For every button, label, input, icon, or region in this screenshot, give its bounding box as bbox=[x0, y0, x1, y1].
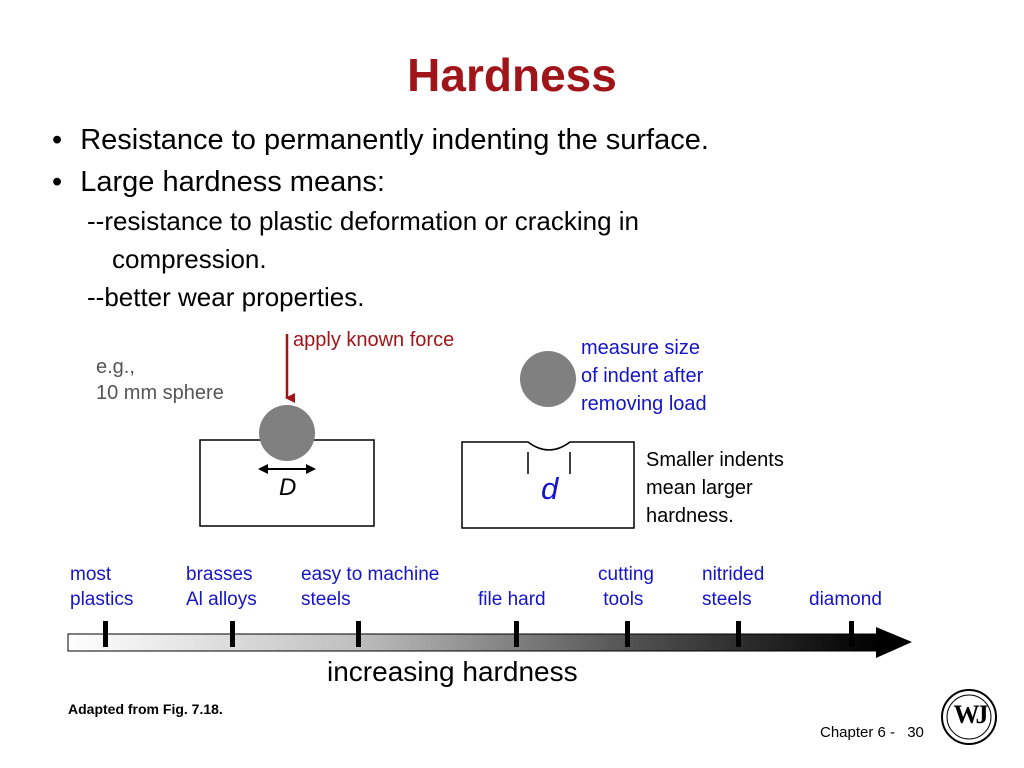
chapter-label: Chapter 6 - 30 bbox=[820, 724, 924, 741]
scale-label-file-hard: file hard bbox=[478, 562, 546, 612]
diameter-label-small: d bbox=[541, 471, 559, 506]
scale-label-brasses: brasses Al alloys bbox=[186, 562, 257, 612]
sub-bullet-2: --better wear properties. bbox=[87, 282, 365, 312]
scale-label-cutting-tools: cutting tools bbox=[598, 562, 654, 612]
note-line2: mean larger bbox=[646, 477, 753, 499]
bullet-2: • Large hardness means: bbox=[52, 166, 385, 199]
scale-tick bbox=[625, 621, 630, 647]
scale-ticks bbox=[103, 621, 854, 647]
example-label-line2: 10 mm sphere bbox=[96, 382, 224, 404]
bullet-dot: • bbox=[52, 124, 63, 156]
scale-label-line1: easy to machine bbox=[301, 564, 440, 585]
publisher-logo-text: WJ bbox=[953, 700, 989, 729]
publisher-logo bbox=[941, 689, 997, 745]
example-label-line1: e.g., bbox=[96, 356, 135, 378]
scale-tick bbox=[514, 621, 519, 647]
page-number: 30 bbox=[907, 724, 924, 741]
scale-caption: increasing hardness bbox=[327, 656, 578, 687]
hardness-scale-arrowhead bbox=[876, 627, 912, 658]
scale-label-line2: steels bbox=[702, 589, 752, 610]
scale-tick bbox=[849, 621, 854, 647]
measure-label-line3: removing load bbox=[581, 393, 707, 415]
page-title: Hardness bbox=[407, 49, 617, 101]
scale-label-line2: tools bbox=[598, 589, 644, 610]
scale-label-diamond: diamond bbox=[809, 562, 882, 612]
note-line1: Smaller indents bbox=[646, 449, 784, 471]
scale-label-line2: steels bbox=[301, 589, 351, 610]
scale-label-plastics: most plastics bbox=[70, 562, 133, 612]
measure-label-line1: measure size bbox=[581, 337, 700, 359]
scale-label-nitrided: nitrided steels bbox=[702, 562, 764, 612]
chapter-text: Chapter 6 - bbox=[820, 724, 896, 741]
arrowhead-right bbox=[306, 464, 316, 474]
arrowhead-left bbox=[258, 464, 268, 474]
scale-tick bbox=[103, 621, 108, 647]
scale-label-line2: Al alloys bbox=[186, 589, 257, 610]
scale-tick bbox=[230, 621, 235, 647]
scale-label-line1: nitrided bbox=[702, 564, 765, 585]
note-line3: hardness. bbox=[646, 505, 734, 527]
source-note: Adapted from Fig. 7.18. bbox=[68, 701, 223, 717]
specimen-block-right bbox=[461, 441, 635, 529]
hardness-scale-bar bbox=[67, 633, 881, 652]
scale-label-line1: most bbox=[70, 564, 112, 585]
indenter-sphere-removed bbox=[520, 351, 576, 407]
scale-label-line2: file hard bbox=[478, 589, 546, 610]
bullet-dot: • bbox=[52, 166, 63, 198]
scale-label-easy-steels: easy to machine steels bbox=[301, 562, 439, 612]
diameter-label-big: D bbox=[279, 474, 297, 501]
specimen-block-left bbox=[199, 439, 375, 527]
indenter-sphere-loaded bbox=[259, 405, 315, 461]
scale-label-line2: plastics bbox=[70, 589, 134, 610]
scale-label-line2: diamond bbox=[809, 589, 882, 610]
sub-bullet-1: --resistance to plastic deformation or c… bbox=[87, 206, 640, 236]
force-label: apply known force bbox=[293, 329, 455, 351]
scale-label-line1: cutting bbox=[598, 564, 654, 585]
bullet-2-text: Large hardness means: bbox=[80, 166, 385, 198]
scale-label-line1: brasses bbox=[186, 564, 253, 585]
scale-tick bbox=[356, 621, 361, 647]
bullet-1-text: Resistance to permanently indenting the … bbox=[80, 124, 709, 156]
scale-tick bbox=[736, 621, 741, 647]
bullet-1: • Resistance to permanently indenting th… bbox=[52, 124, 709, 157]
sub-bullet-1-continued: compression. bbox=[112, 244, 267, 274]
measure-label-line2: of indent after bbox=[581, 365, 704, 387]
